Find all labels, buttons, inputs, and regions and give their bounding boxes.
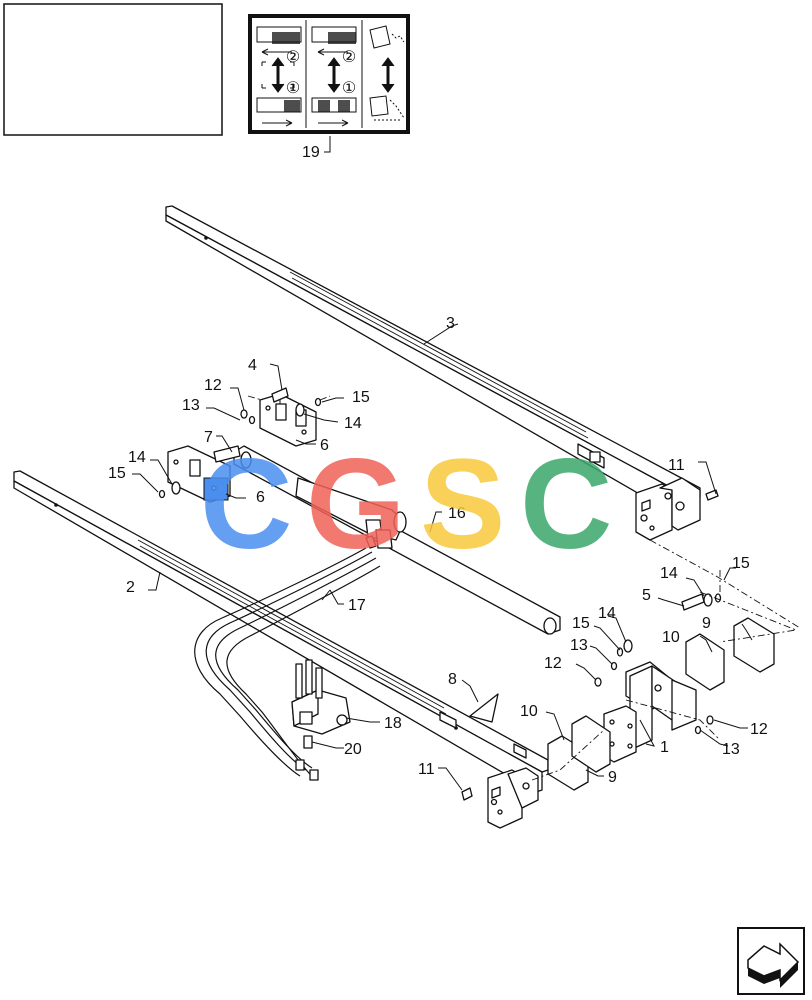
callout-14-mid: 14: [598, 605, 616, 622]
callout-17: 17: [348, 597, 366, 614]
upper-hinge-bracket: [259, 393, 317, 447]
hydraulic-cylinder: [233, 445, 561, 635]
upper-frame-bar: [165, 205, 701, 523]
callout-12-right: 12: [750, 721, 768, 738]
decal-number-3: ②: [342, 49, 356, 66]
callout-14-upper: 14: [344, 415, 362, 432]
next-page-arrow-icon[interactable]: [737, 927, 805, 995]
callout-15-right: 15: [732, 555, 750, 572]
callout-12-mid: 12: [544, 655, 562, 672]
callout-6-lower: 6: [256, 489, 265, 506]
decal-number-2: ①: [286, 80, 300, 97]
callout-1: 1: [660, 739, 669, 756]
callout-13-left: 13: [182, 397, 200, 414]
lower-hinge-bracket: [167, 445, 231, 503]
callout-13-mid: 13: [570, 637, 588, 654]
decal-number-4: ①: [342, 80, 356, 97]
leader-lines: [132, 323, 753, 791]
callout-6-upper: 6: [320, 437, 329, 454]
callout-19: 19: [302, 144, 320, 161]
callout-18: 18: [384, 715, 402, 732]
assembly-center-lines: [247, 395, 801, 781]
lower-mount-plate: [487, 767, 539, 829]
callout-5: 5: [642, 587, 651, 604]
upper-mount-plate: [635, 477, 701, 541]
callout-13-right: 13: [722, 741, 740, 758]
lower-frame-bar: [13, 470, 549, 793]
callout-7: 7: [204, 429, 213, 446]
callout-8: 8: [448, 671, 457, 688]
callout-16: 16: [448, 505, 466, 522]
shim-plate-9-upper: [733, 617, 775, 673]
lever-instruction-decal-icon: [248, 14, 410, 134]
callout-4: 4: [248, 357, 257, 374]
callout-15-mid: 15: [572, 615, 590, 632]
shim-plate-10-upper: [685, 633, 725, 691]
callout-11-upper: 11: [668, 457, 685, 474]
central-support-block: [603, 661, 697, 763]
callout-9-lower: 9: [608, 769, 617, 786]
callout-14-right: 14: [660, 565, 678, 582]
callout-10-upper: 10: [662, 629, 680, 646]
decal-number-1: ②: [286, 49, 300, 66]
callout-10-lower: 10: [520, 703, 538, 720]
callout-9-upper: 9: [702, 615, 711, 632]
callout-15-upper: 15: [352, 389, 370, 406]
callout-2: 2: [126, 579, 135, 596]
callout-15-left: 15: [108, 465, 126, 482]
wedge-plate: [469, 693, 499, 723]
hydraulic-hoses: [194, 547, 381, 781]
callout-20: 20: [344, 741, 362, 758]
callout-11-lower: 11: [418, 761, 435, 778]
callout-14-left: 14: [128, 449, 146, 466]
callout-12-left: 12: [204, 377, 222, 394]
shim-plate-9-lower: [571, 715, 611, 773]
callout-3: 3: [446, 315, 455, 332]
reference-frame: [3, 3, 223, 136]
control-valve: [291, 659, 351, 781]
